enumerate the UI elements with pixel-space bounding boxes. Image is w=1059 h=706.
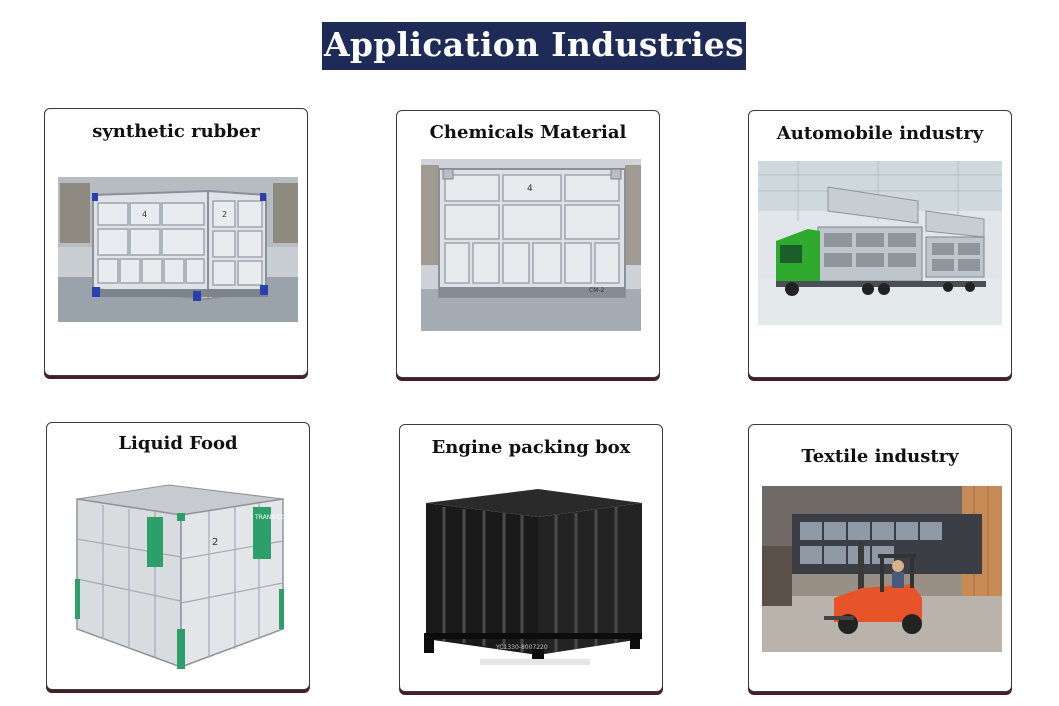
ibc-container-image: 2 TRANS CON <box>69 479 291 673</box>
industry-card-textile-industry[interactable]: Textile industry <box>748 424 1012 692</box>
marking-4: 4 <box>142 210 147 219</box>
marking-4: 4 <box>527 184 533 194</box>
marking-serial: YC1330-8007220 <box>495 644 548 651</box>
ibc-container-image: 4 CM-2 <box>421 159 641 331</box>
industry-card-automobile-industry[interactable]: Automobile industry <box>748 110 1012 378</box>
marking-cm-2: CM-2 <box>589 287 605 294</box>
industry-card-chemicals-material[interactable]: Chemicals Material 4 CM-2 <box>396 110 660 378</box>
page-title: Application Industries <box>322 22 746 70</box>
card-label: Chemicals Material <box>429 122 627 143</box>
card-label: Automobile industry <box>776 123 984 144</box>
engine-container-image: YC1330-8007220 <box>420 483 644 671</box>
ibc-container-image: 4 2 <box>58 177 298 322</box>
industry-card-synthetic-rubber[interactable]: synthetic rubber 4 2 <box>44 108 308 376</box>
card-label: Textile industry <box>801 446 959 467</box>
card-label: Engine packing box <box>431 437 631 458</box>
forklift-loading-image <box>762 486 1002 652</box>
marking-2: 2 <box>222 210 227 219</box>
card-label: Liquid Food <box>118 433 238 454</box>
industry-card-engine-packing-box[interactable]: Engine packing box YC1330-8007220 <box>399 424 663 692</box>
marking-transcon: TRANS CON <box>254 514 290 521</box>
marking-2: 2 <box>212 537 218 548</box>
car-transport-truck-image <box>758 161 1002 325</box>
card-label: synthetic rubber <box>92 121 260 142</box>
industry-card-liquid-food[interactable]: Liquid Food 2 TRANS CON <box>46 422 310 690</box>
